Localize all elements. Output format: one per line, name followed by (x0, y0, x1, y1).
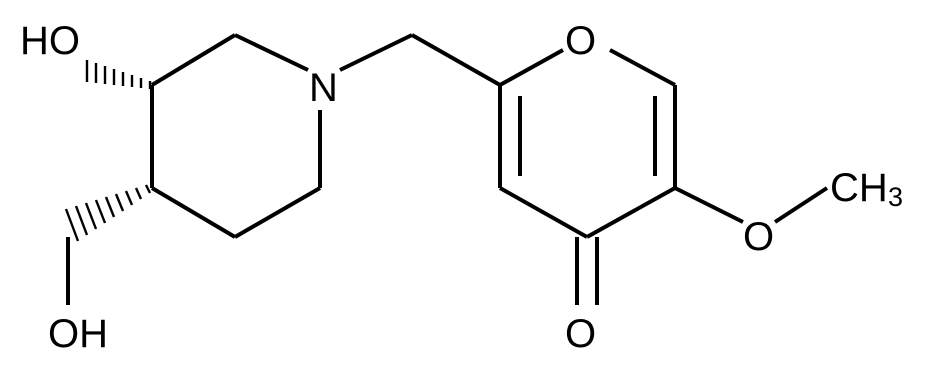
bond-c2-c3 (150, 33, 237, 87)
bond-c5-c6 (234, 186, 321, 239)
methyl-label: CH (830, 166, 888, 210)
hashed-wedge-hydroxyl (85, 60, 152, 89)
bond-ch2-c2pyran (411, 33, 501, 87)
bond-oring-c6pyran (609, 48, 676, 87)
methyl-subscript: 3 (888, 182, 903, 212)
hydroxyl-top-label: HO (20, 19, 80, 63)
ring-oxygen-label: O (565, 19, 596, 63)
bond-n-ch2 (339, 33, 413, 72)
hashed-wedge-hydroxymethyl (64, 184, 152, 242)
methoxy-oxygen-label: O (743, 215, 774, 259)
carbonyl-oxygen-label: O (565, 312, 596, 356)
hydroxyl-bottom-label: OH (48, 312, 108, 356)
bond-omethoxy-ch3 (773, 186, 829, 224)
bond-c5pyran-c4pyran (586, 186, 676, 239)
bond-c2pyran-oring (499, 48, 564, 87)
nitrogen-label: N (309, 66, 338, 110)
bond-c4pyran-c3pyran (499, 186, 588, 239)
bond-c4-c5 (150, 186, 237, 239)
bond-n-c2 (234, 33, 309, 72)
bond-c5pyran-omethoxy (674, 186, 744, 224)
